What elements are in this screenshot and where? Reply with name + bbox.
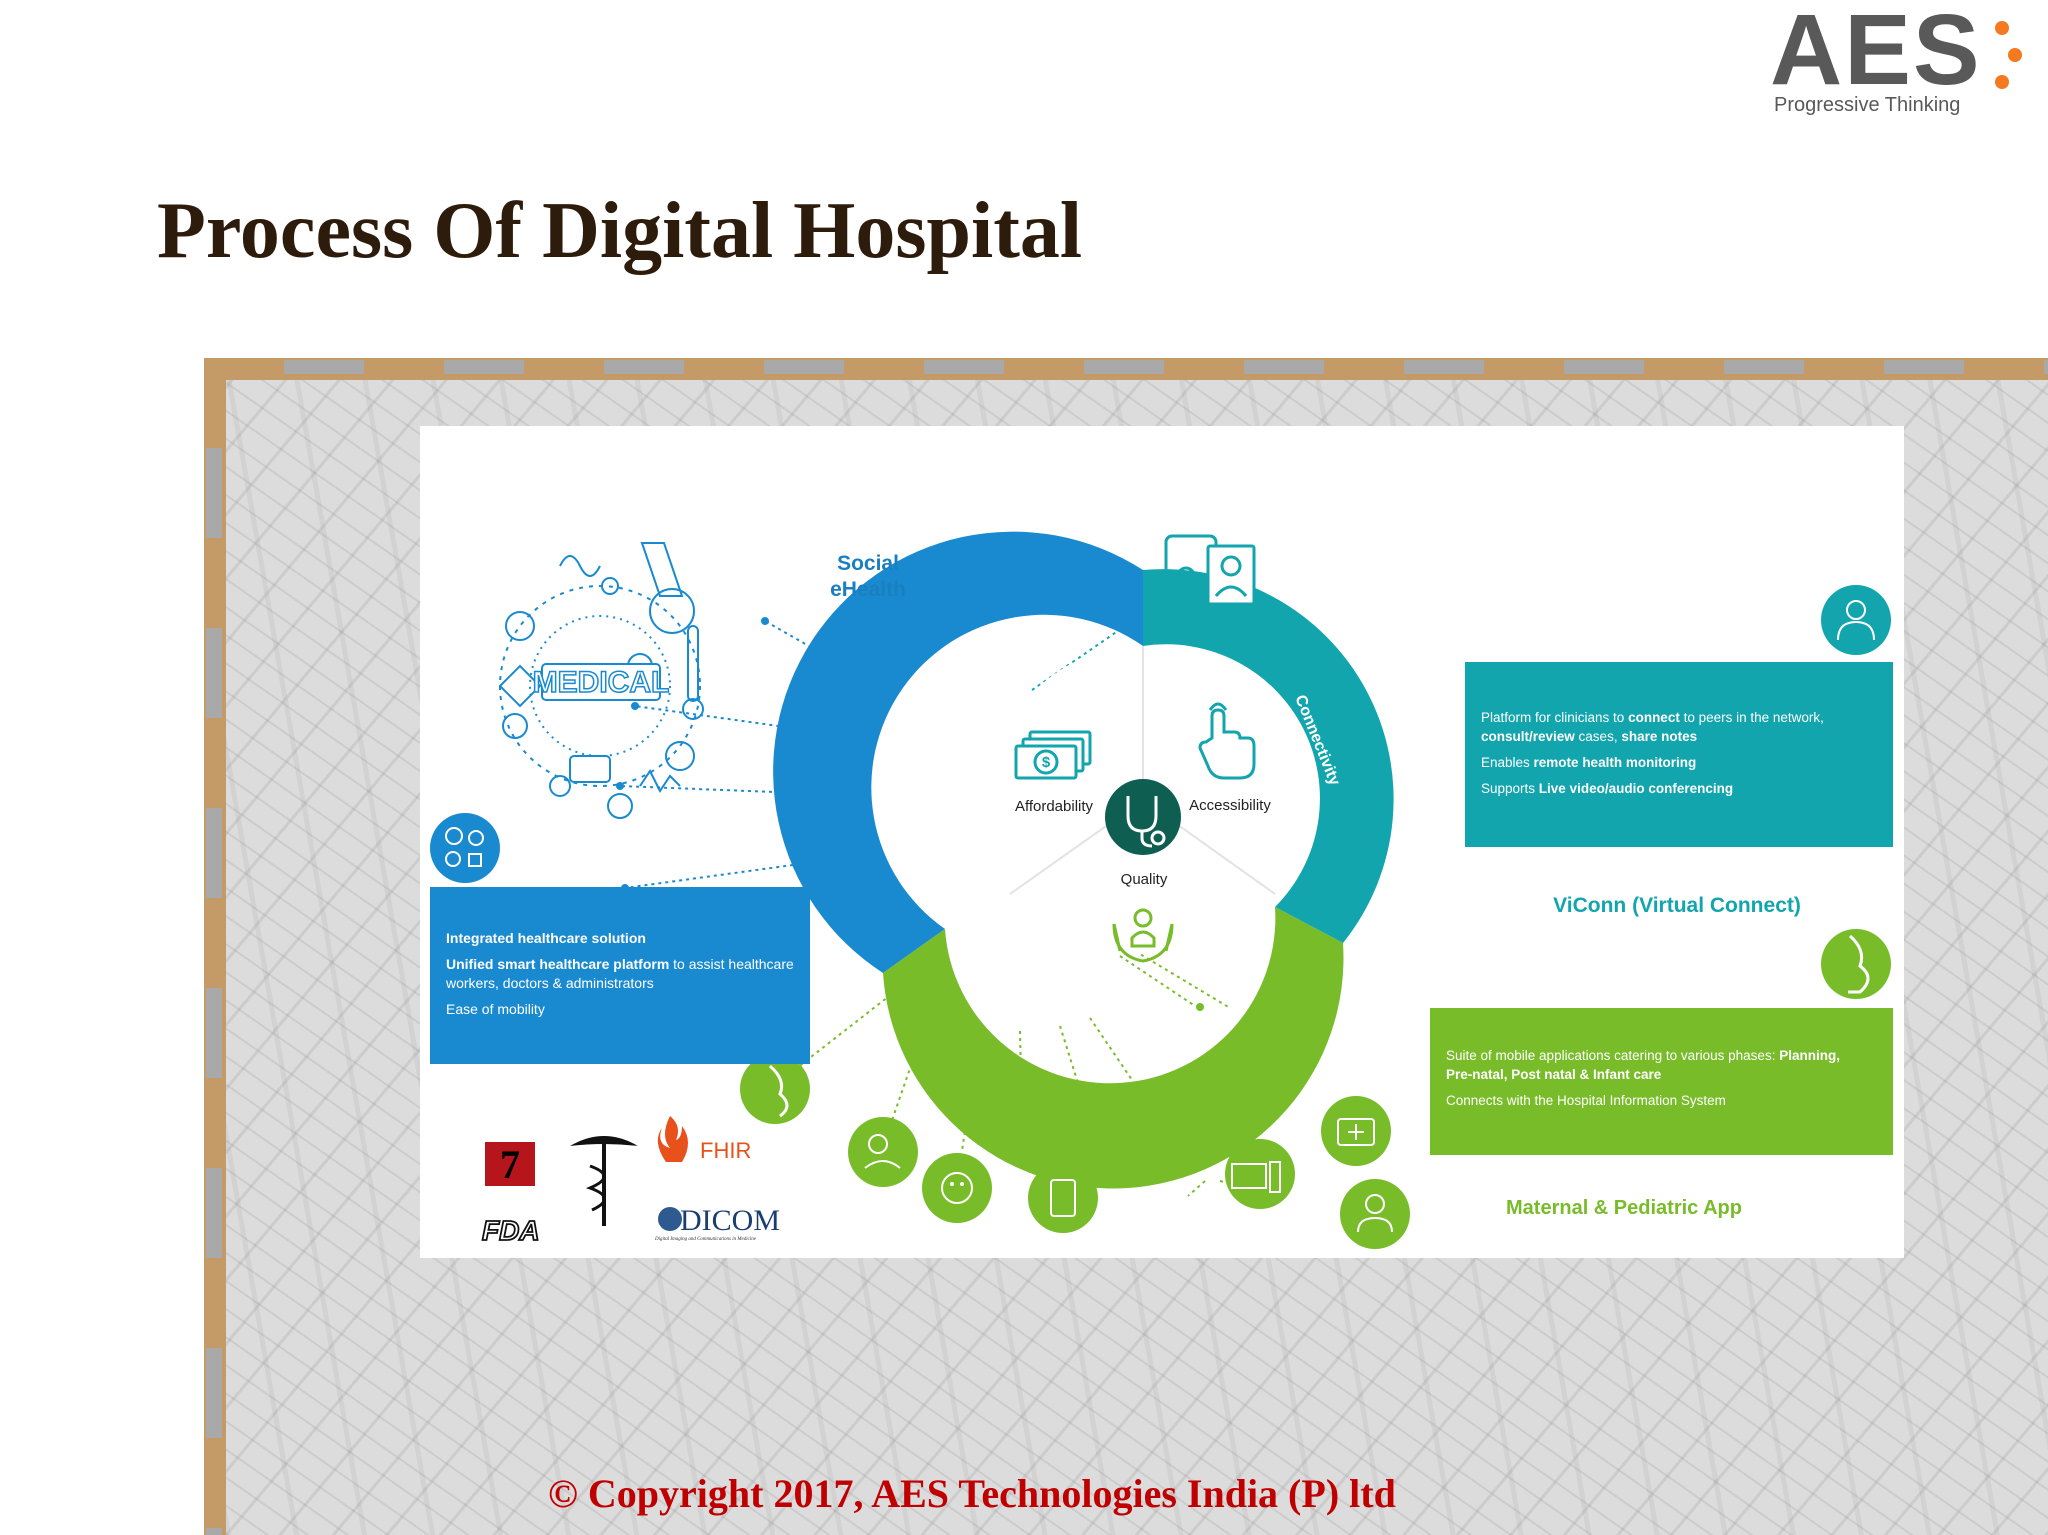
dicom-globe-icon — [658, 1207, 682, 1231]
stethoscope-icon — [1126, 796, 1166, 848]
monitoring-p1-a: Suite of mobile applications catering to… — [1446, 1048, 1780, 1063]
monitoring-p2: Connects with the Hospital Information S… — [1446, 1093, 1726, 1108]
hand-pointer-icon — [1198, 702, 1256, 780]
frame-left-trim — [206, 358, 222, 1535]
pillar-label-affordability: Affordability — [1015, 798, 1094, 815]
ring-segment-digitization — [773, 531, 1143, 973]
connectivity-p1-b: connect — [1628, 710, 1680, 725]
dicom-logo: DICOM — [680, 1204, 780, 1237]
digitization-apps-icon — [430, 813, 500, 883]
caduceus-icon — [570, 1136, 638, 1226]
connectivity-p2-b: remote health monitoring — [1533, 755, 1697, 770]
computer-icon — [1225, 1139, 1295, 1209]
ring-segment-monitoring — [883, 907, 1344, 1189]
dicom-subtitle: Digital Imaging and Communications in Me… — [654, 1237, 757, 1242]
digitization-line1: Integrated healthcare solution — [446, 930, 646, 946]
ring-label-monitoring: Monitoring — [1109, 999, 1193, 1022]
aes-logo: AES Progressive Thinking — [1770, 0, 2030, 130]
pillar-label-accessibility: Accessibility — [1189, 797, 1271, 814]
monitoring-info-box: Suite of mobile applications catering to… — [1446, 1046, 1886, 1117]
digital-hospital-diagram: $ — [430, 531, 1893, 1249]
mother-icon — [740, 1054, 810, 1124]
digitization-connectors — [619, 620, 873, 889]
money-symbol: $ — [1042, 754, 1051, 771]
medical-cloud-label: MEDICAL — [533, 666, 670, 699]
digitization-line4: Ease of mobility — [446, 1001, 545, 1017]
svg-text:7: 7 — [500, 1142, 520, 1187]
monitoring-p1-b: Planning, — [1779, 1048, 1840, 1063]
connectivity-p1-c: to peers in the network, — [1679, 710, 1824, 725]
fhir-label: FHIR — [700, 1138, 751, 1163]
digitization-line2-rest: to assist healthcare — [669, 956, 794, 972]
diagram-panel: $ — [420, 426, 1904, 1258]
phone-doctor-icon — [1164, 534, 1256, 624]
center-circle — [1105, 779, 1181, 855]
social-ehealth-line2: eHealth — [830, 578, 906, 601]
pregnancy-icon — [1821, 929, 1891, 999]
connectivity-p1-d: consult/review — [1481, 729, 1575, 744]
connectivity-box-bg — [1465, 662, 1893, 847]
viconn-label: ViConn (Virtual Connect) — [1553, 894, 1801, 917]
connectivity-p1-a: Platform for clinicians to — [1481, 710, 1629, 725]
monitoring-icons — [740, 1054, 1410, 1249]
social-ehealth-line1: Social — [837, 552, 899, 575]
connectivity-p3-b: Live video/audio conferencing — [1538, 781, 1734, 796]
frame-top-trim — [204, 360, 2048, 374]
connectivity-p2-a: Enables — [1481, 755, 1534, 770]
monitoring-box-bg — [1430, 1008, 1893, 1155]
connectivity-info-box: Platform for clinicians to connect to pe… — [1481, 708, 1881, 805]
monitoring-p1-c: Pre-natal, Post natal & Infant care — [1446, 1067, 1662, 1082]
ring — [773, 531, 1394, 1189]
fda-logo: FDA — [482, 1215, 540, 1246]
caring-hands-icon — [1112, 908, 1174, 963]
digitization-box-bg — [430, 887, 810, 1064]
connectivity-p1-f: share notes — [1621, 729, 1698, 744]
logo-brand: AES — [1770, 0, 1982, 106]
maternal-pediatric-label: Maternal & Pediatric App — [1506, 1197, 1742, 1219]
money-icon — [1014, 730, 1092, 780]
center-label-quality: Quality — [1121, 871, 1168, 888]
fhir-flame-icon — [657, 1116, 688, 1162]
digitization-line2-bold: Unified smart healthcare platform — [446, 956, 670, 972]
tablet-icon — [1028, 1163, 1098, 1233]
digitization-info-box: Integrated healthcare solution Unified s… — [446, 929, 806, 1026]
ring-label-digitization: Digitization — [955, 759, 987, 847]
ring-segment-connectivity — [1143, 569, 1394, 943]
logo-dots-icon — [1995, 21, 2022, 89]
connectivity-p3-a: Supports — [1481, 781, 1539, 796]
baby-icon — [922, 1153, 992, 1223]
digitization-line3: workers, doctors & administrators — [446, 975, 654, 991]
page-title: Process Of Digital Hospital — [157, 187, 1083, 275]
hl7-logo: 7 — [485, 1142, 535, 1187]
medical-cloud-icon — [498, 542, 704, 819]
copyright-footer: © Copyright 2017, AES Technologies India… — [548, 1471, 1396, 1516]
connectivity-p1-e: cases, — [1574, 729, 1622, 744]
logo-tagline: Progressive Thinking — [1774, 94, 1961, 116]
